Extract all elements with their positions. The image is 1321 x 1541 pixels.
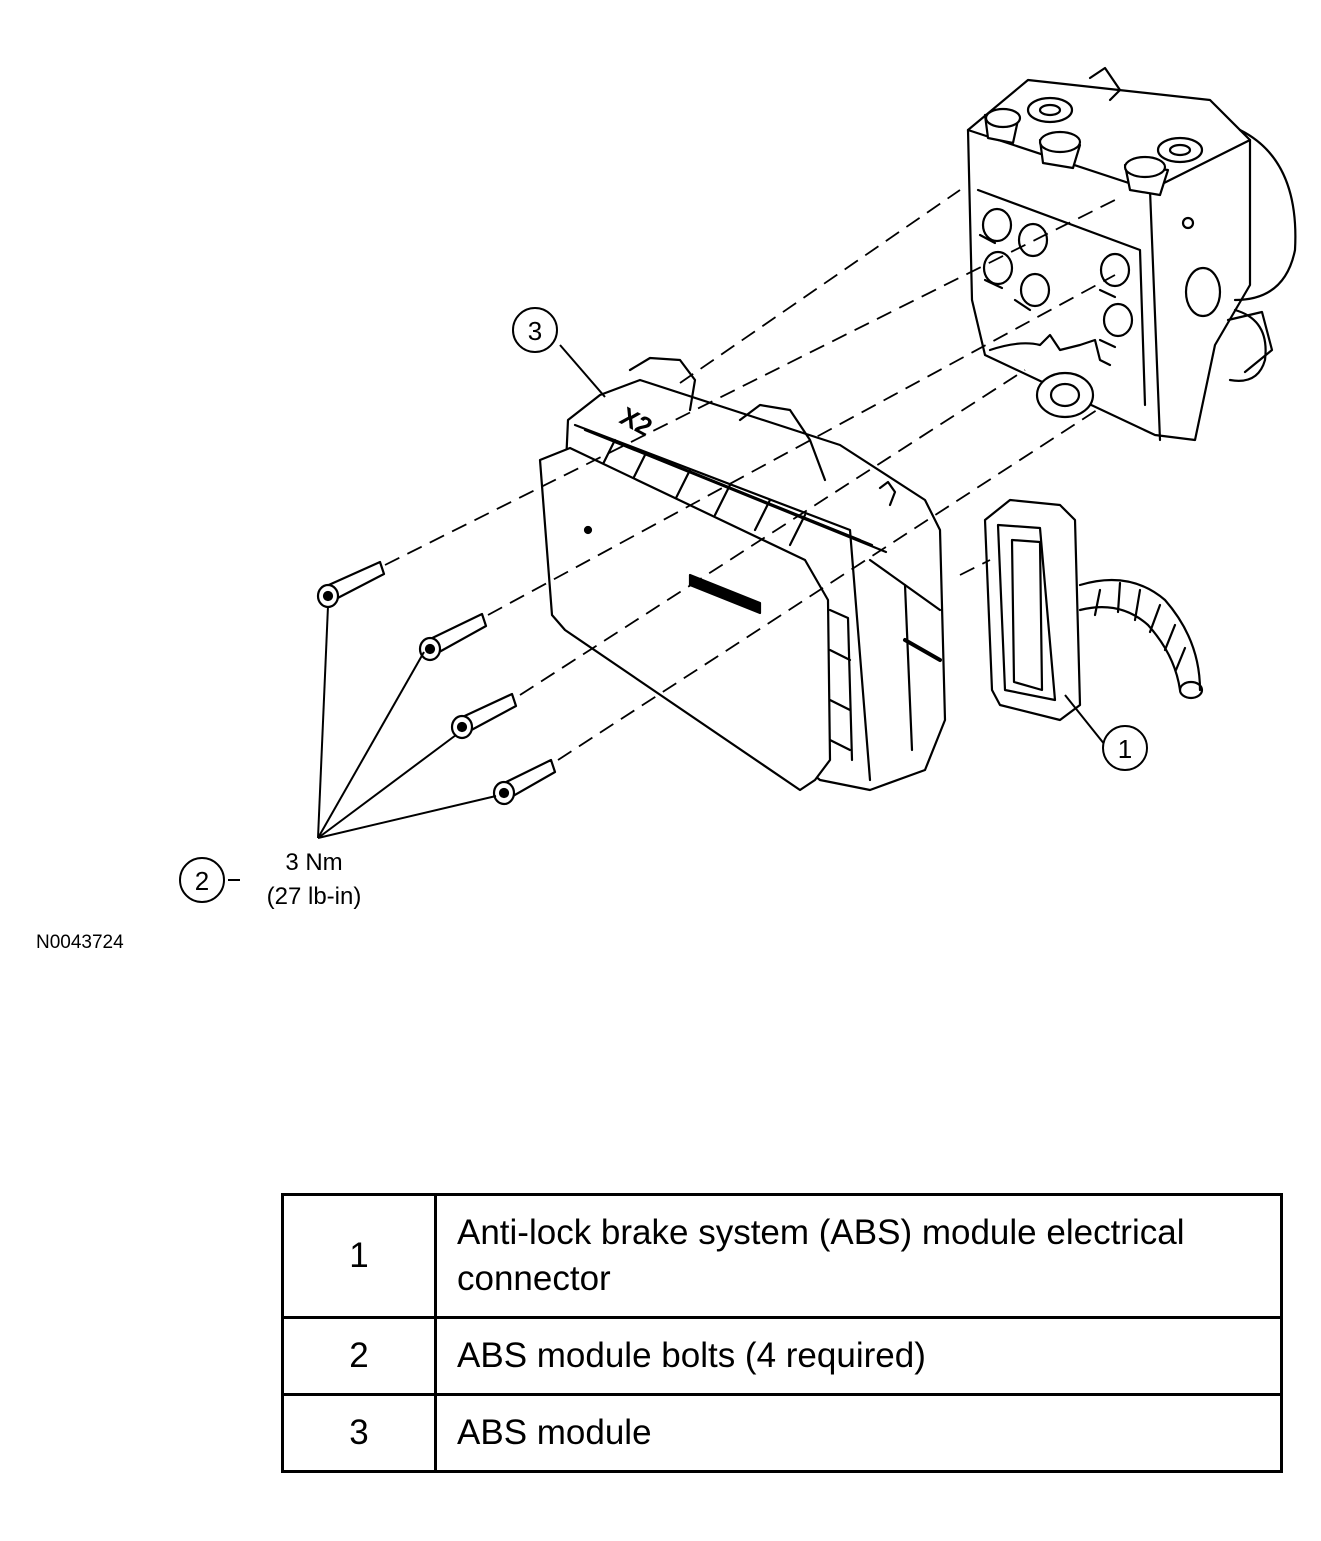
- abs-module: [538, 356, 947, 792]
- electrical-connector: [983, 498, 1204, 722]
- table-row: 1 Anti-lock brake system (ABS) module el…: [281, 1193, 1283, 1319]
- legend-description: ABS module: [434, 1393, 1283, 1473]
- callout-2: 2: [179, 857, 225, 903]
- valve-stem: [978, 207, 1013, 245]
- table-row: 3 ABS module: [281, 1393, 1283, 1473]
- callout-1: 1: [1102, 725, 1148, 771]
- svg-text:3: 3: [528, 316, 542, 346]
- callout-3: 3: [512, 307, 558, 353]
- torque-spec-imperial: (27 lb-in): [267, 883, 362, 910]
- legend-number: 2: [281, 1316, 437, 1396]
- svg-text:1: 1: [1118, 734, 1132, 764]
- brake-line-fitting: [1038, 130, 1082, 170]
- abs-module-bolt: [492, 758, 557, 806]
- legend-number: 3: [281, 1393, 437, 1473]
- bolt-leader-lines: [317, 605, 497, 839]
- legend-description: ABS module bolts (4 required): [434, 1316, 1283, 1396]
- brake-line-fitting: [1123, 155, 1170, 197]
- hydraulic-control-unit: [966, 66, 1297, 442]
- leader-line-3: [559, 344, 606, 398]
- legend-number: 1: [281, 1193, 437, 1319]
- abs-module-bolt: [418, 612, 488, 662]
- figure-id: N0043724: [36, 932, 124, 953]
- brake-line-fitting: [983, 107, 1022, 145]
- leader-line-1: [1064, 694, 1106, 746]
- legend-description: Anti-lock brake system (ABS) module elec…: [434, 1193, 1283, 1319]
- svg-text:2: 2: [195, 866, 209, 896]
- abs-module-bolt: [316, 560, 386, 609]
- table-row: 2 ABS module bolts (4 required): [281, 1316, 1283, 1396]
- torque-spec-metric: 3 Nm: [285, 849, 342, 876]
- alignment-lines: [384, 189, 1116, 761]
- abs-module-bolt: [450, 692, 518, 740]
- legend-table: 1 Anti-lock brake system (ABS) module el…: [281, 1193, 1283, 1473]
